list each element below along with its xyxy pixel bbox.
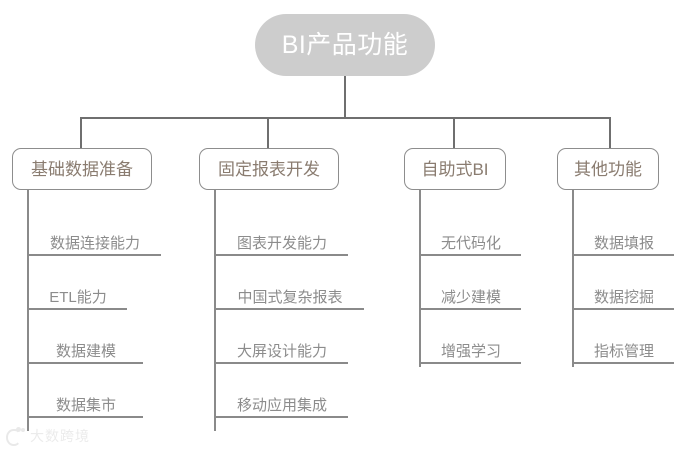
leaf-3-1-label: 无代码化	[440, 234, 501, 252]
leaf-3-1[interactable]: 无代码化	[421, 228, 521, 256]
spine-branch-1	[27, 190, 29, 431]
leaf-1-1-label: 数据连接能力	[49, 234, 140, 252]
leaf-4-2-label: 数据挖掘	[593, 288, 654, 306]
leaf-3-3[interactable]: 增强学习	[421, 336, 521, 364]
leaf-1-1[interactable]: 数据连接能力	[29, 228, 161, 256]
spine-branch-2	[214, 190, 216, 431]
spine-branch-3	[419, 190, 421, 367]
leaf-1-4-label: 数据集市	[55, 396, 116, 414]
leaf-3-2-label: 减少建模	[440, 288, 501, 306]
leaf-4-3[interactable]: 指标管理	[574, 336, 674, 364]
spine-branch-4	[572, 190, 574, 367]
connector-drop-branch-1	[80, 117, 82, 148]
leaf-1-2-label: ETL能力	[49, 288, 107, 306]
leaf-4-2[interactable]: 数据挖掘	[574, 282, 674, 310]
branch-node-2[interactable]: 固定报表开发	[199, 148, 339, 190]
leaf-2-1-label: 图表开发能力	[236, 234, 327, 252]
watermark-text: 大数跨境	[30, 427, 90, 444]
leaf-4-1[interactable]: 数据填报	[574, 228, 674, 256]
leaf-2-3[interactable]: 大屏设计能力	[216, 336, 348, 364]
leaf-3-2[interactable]: 减少建模	[421, 282, 521, 310]
leaf-2-3-label: 大屏设计能力	[236, 342, 327, 360]
leaf-2-2[interactable]: 中国式复杂报表	[216, 282, 364, 310]
branch-node-3[interactable]: 自助式BI	[404, 148, 506, 190]
root-node-label: BI产品功能	[281, 30, 409, 59]
leaf-2-4-label: 移动应用集成	[236, 396, 327, 414]
connector-drop-branch-4	[609, 117, 611, 148]
branch-node-4-label: 其他功能	[574, 159, 642, 179]
connector-drop-branch-2	[267, 117, 269, 148]
branch-node-1-label: 基础数据准备	[31, 159, 133, 179]
leaf-4-3-label: 指标管理	[593, 342, 654, 360]
branch-node-1[interactable]: 基础数据准备	[12, 148, 152, 190]
branch-node-4[interactable]: 其他功能	[557, 148, 659, 190]
connector-horizontal-bus	[80, 117, 611, 119]
leaf-3-3-label: 增强学习	[440, 342, 501, 360]
leaf-2-1[interactable]: 图表开发能力	[216, 228, 348, 256]
connector-root-stem	[344, 76, 346, 118]
connector-drop-branch-3	[453, 117, 455, 148]
leaf-2-2-label: 中国式复杂报表	[237, 288, 343, 306]
leaf-1-3[interactable]: 数据建模	[29, 336, 143, 364]
branch-node-2-label: 固定报表开发	[218, 159, 320, 179]
root-node[interactable]: BI产品功能	[255, 14, 435, 76]
watermark: 大数跨境	[6, 427, 90, 446]
leaf-4-1-label: 数据填报	[593, 234, 654, 252]
branch-node-3-label: 自助式BI	[421, 159, 489, 179]
leaf-1-3-label: 数据建模	[55, 342, 116, 360]
leaf-2-4[interactable]: 移动应用集成	[216, 390, 348, 418]
logo-mark-icon	[6, 427, 26, 446]
leaf-1-4[interactable]: 数据集市	[29, 390, 143, 418]
leaf-1-2[interactable]: ETL能力	[29, 282, 127, 310]
